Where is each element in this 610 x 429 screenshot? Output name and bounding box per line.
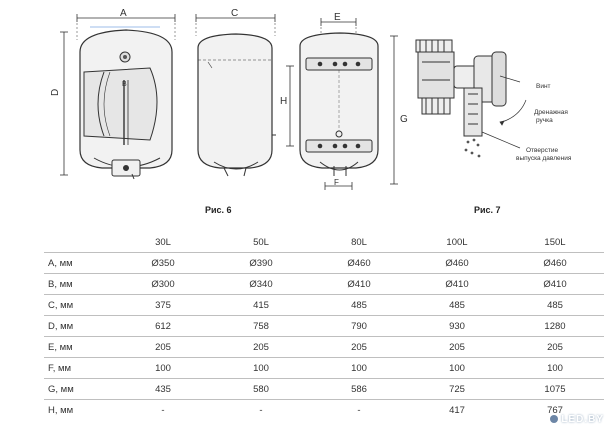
table-cell: 415 [212,294,310,316]
table-cell: 435 [114,378,212,400]
site-watermark: LED.BY [550,414,604,425]
row-label: G, мм [44,378,114,400]
table-cell: 417 [449,404,465,416]
heater-side-view [195,14,276,177]
table-cell: - [161,404,165,416]
table-cell: 580 [212,378,310,400]
watermark-logo-icon [550,415,559,424]
figure-6-caption: Рис. 6 [205,205,232,215]
table-cell: Ø410 [408,273,506,295]
table-cell: 485 [310,294,408,316]
table-row: D, мм 612 758 790 930 1280 [44,315,604,337]
heater-back-view [286,18,398,190]
table-cell: 205 [408,336,506,358]
table-cell: Ø340 [212,273,310,295]
table-cell: 205 [506,336,604,358]
table-cell: 586 [310,378,408,400]
table-cell: 485 [408,294,506,316]
dim-f-label: F [334,178,339,187]
column-header: 30L [114,232,212,253]
column-header: 150L [506,232,604,253]
table-cell: 485 [506,294,604,316]
table-cell: 205 [310,336,408,358]
row-label: B, мм [44,273,114,295]
table-cell: 612 [114,315,212,337]
table-header-corner [44,232,114,253]
table-cell: 100 [114,357,212,379]
table-cell: - [259,404,263,416]
table-cell: 758 [212,315,310,337]
dim-b-label: B [122,81,127,88]
drain-handle-label-2: ручка [536,117,553,124]
table-row: H, мм - - - 417 767 [44,400,604,421]
table-cell: Ø300 [114,273,212,295]
dim-g-label: G [400,114,408,125]
table-cell: Ø460 [408,252,506,274]
table-row: G, мм 435 580 586 725 1075 [44,378,604,400]
dimension-letters: A B D C E H G F [50,8,408,187]
table-row: E, мм 205 205 205 205 205 [44,336,604,358]
table-cell: Ø410 [310,273,408,295]
table-cell: 100 [408,357,506,379]
row-label: F, мм [44,357,114,379]
column-header: 100L [408,232,506,253]
screw-label: Винт [536,83,551,90]
table-row: A, мм Ø350 Ø390 Ø460 Ø460 Ø460 [44,252,604,274]
table-cell: Ø350 [114,252,212,274]
dim-a-label: A [120,8,127,19]
relief-hole-label-1: Отверстие [526,147,559,154]
table-cell: 100 [310,357,408,379]
table-cell: 930 [408,315,506,337]
figure-6-drawing: A B D C E H G F [50,8,408,190]
relief-hole-label-2: выпуска давления [516,155,572,162]
table-cell: Ø410 [506,273,604,295]
table-cell: 375 [114,294,212,316]
table-row: C, мм 375 415 485 485 485 [44,294,604,316]
table-row: F, мм 100 100 100 100 100 [44,357,604,379]
column-header: 50L [212,232,310,253]
table-cell: 790 [310,315,408,337]
table-cell: 767 [547,404,563,416]
dim-c-label: C [231,8,238,19]
dim-h-label: H [280,96,287,107]
table-row: B, мм Ø300 Ø340 Ø410 Ø410 Ø410 [44,273,604,295]
table-cell: 100 [506,357,604,379]
table-cell: Ø460 [310,252,408,274]
dim-d-label: D [50,89,61,96]
row-label: C, мм [44,294,114,316]
heater-front-view [60,14,176,180]
row-label: E, мм [44,336,114,358]
table-cell: Ø460 [506,252,604,274]
table-cell: 205 [114,336,212,358]
row-label: A, мм [44,252,114,274]
table-cell: 205 [212,336,310,358]
table-cell: Ø390 [212,252,310,274]
dim-e-label: E [334,12,341,23]
row-label: H, мм [48,404,74,416]
figure-7-valve-drawing: Винт Дренажная ручка Отверстие выпуска д… [415,39,572,162]
table-cell: 1280 [506,315,604,337]
column-header: 80L [310,232,408,253]
dimensions-table: 30L 50L 80L 100L 150L A, мм Ø350 Ø390 Ø4… [44,232,604,420]
table-header-row: 30L 50L 80L 100L 150L [44,232,604,253]
watermark-text: LED.BY [561,414,604,425]
row-label: D, мм [44,315,114,337]
table-cell: 725 [408,378,506,400]
table-cell: - [357,404,361,416]
figure-7-caption: Рис. 7 [474,205,501,215]
drain-handle-label-1: Дренажная [534,109,568,116]
table-cell: 100 [212,357,310,379]
table-cell: 1075 [506,378,604,400]
